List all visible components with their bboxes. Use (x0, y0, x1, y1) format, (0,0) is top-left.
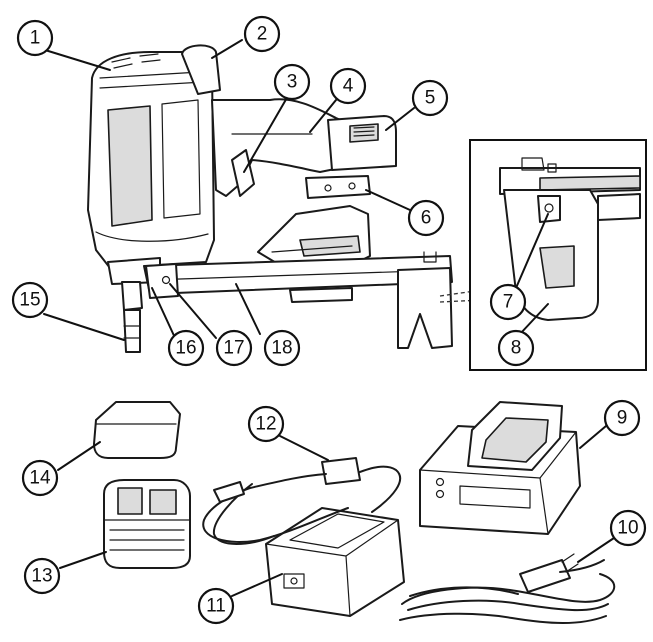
callout-6-label: 6 (421, 208, 432, 229)
callout-9-label: 9 (617, 408, 628, 429)
battery-pack (103, 479, 191, 569)
callout-11: 11 (197, 587, 235, 625)
callout-15: 15 (11, 281, 49, 319)
callout-7-label: 7 (503, 292, 514, 313)
callout-16: 16 (167, 329, 205, 367)
callout-3: 3 (273, 63, 311, 101)
callout-17: 17 (215, 329, 253, 367)
callout-13: 13 (23, 557, 61, 595)
callout-4-label: 4 (343, 76, 354, 97)
callout-6: 6 (407, 199, 445, 237)
power-cord (399, 553, 616, 624)
leader-lines (43, 39, 615, 597)
callout-15-label: 15 (19, 290, 40, 311)
callout-12-label: 12 (255, 414, 276, 435)
callout-7: 7 (489, 283, 527, 321)
callout-12: 12 (247, 405, 285, 443)
callout-2-label: 2 (257, 24, 268, 45)
callout-10-label: 10 (617, 518, 638, 539)
dc-cord (202, 457, 402, 545)
callout-2: 2 (243, 15, 281, 53)
callout-4: 4 (329, 67, 367, 105)
callout-14: 14 (21, 459, 59, 497)
callout-18: 18 (263, 329, 301, 367)
callout-17-label: 17 (223, 338, 244, 359)
callout-5-label: 5 (425, 88, 436, 109)
callout-14-label: 14 (29, 468, 51, 489)
callout-1-label: 1 (30, 28, 41, 49)
inset-magazine-detail (469, 139, 647, 371)
callout-1: 1 (16, 19, 54, 57)
battery-cover (93, 401, 181, 459)
nailer-illustration (87, 44, 483, 353)
battery-charger (419, 401, 581, 535)
callout-8-label: 8 (511, 338, 522, 359)
callout-13-label: 13 (31, 566, 52, 587)
callout-8: 8 (497, 329, 535, 367)
callout-18-label: 18 (271, 338, 292, 359)
ac-adapter (265, 507, 405, 617)
callout-5: 5 (411, 79, 449, 117)
callout-11-label: 11 (206, 596, 226, 617)
callout-3-label: 3 (287, 72, 298, 93)
callout-16-label: 16 (175, 338, 196, 359)
callout-10: 10 (609, 509, 647, 547)
callout-9: 9 (603, 399, 641, 437)
